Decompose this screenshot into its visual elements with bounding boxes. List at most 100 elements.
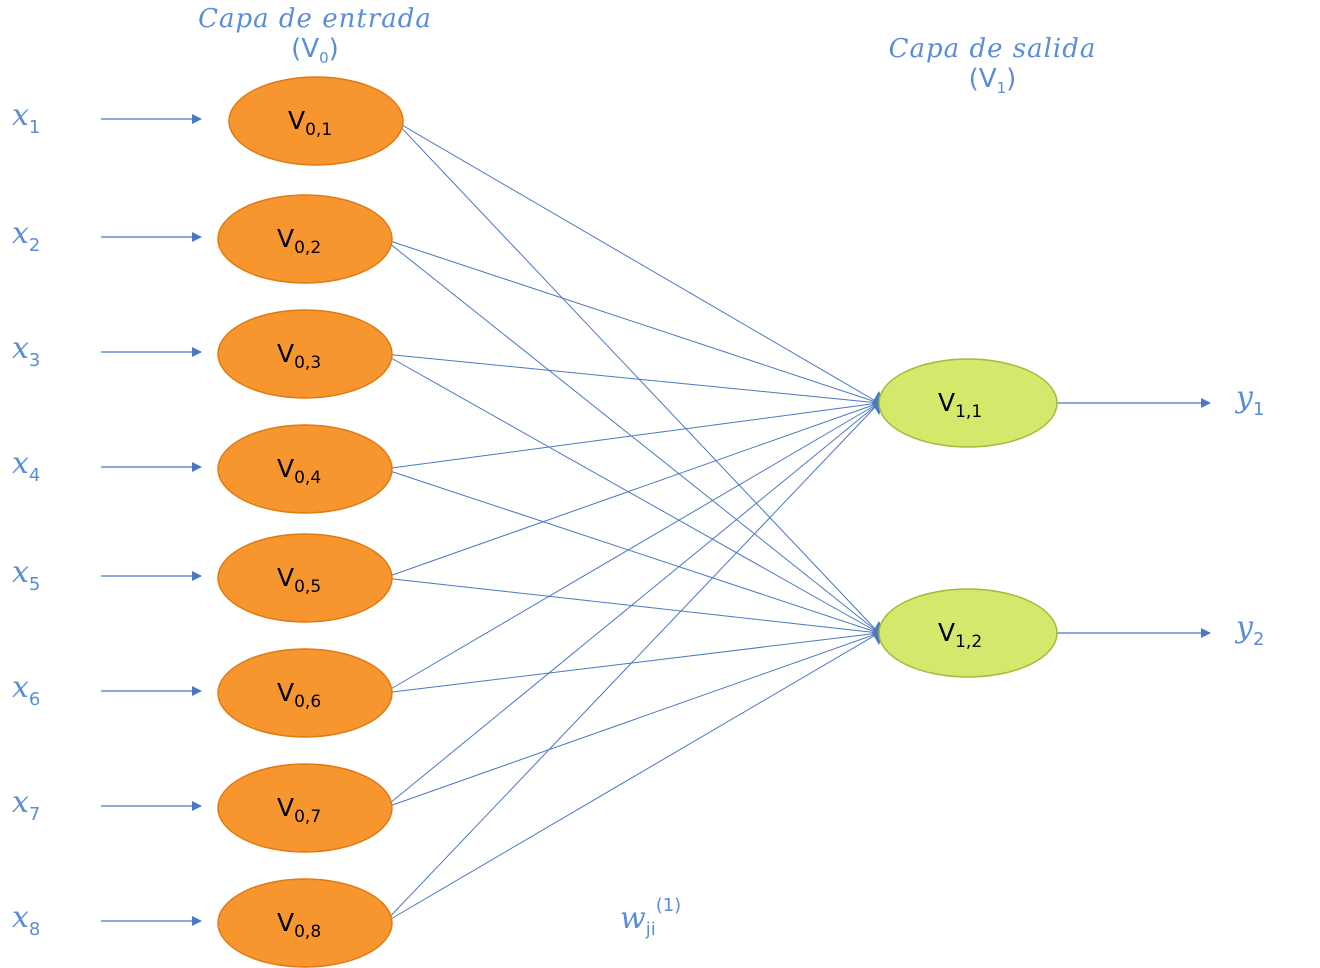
input-node-index: 0,5: [294, 577, 321, 597]
output-var-2: y2: [1234, 610, 1264, 650]
input-node-letter: V: [277, 793, 294, 822]
input-node-label: V0,8: [277, 908, 321, 942]
input-node-index: 0,8: [294, 922, 321, 942]
input-node-label: V0,6: [277, 678, 321, 712]
input-node-label: V0,7: [277, 793, 321, 827]
input-node-letter: V: [277, 908, 294, 937]
connection-v07-v12: [383, 632, 880, 809]
input-var-4: x4: [12, 446, 40, 486]
connection-v04-v12: [383, 468, 880, 634]
connection-v06-v11: [383, 402, 880, 694]
output-var-letter: y: [1234, 610, 1254, 645]
input-node-shape: [217, 309, 393, 399]
input-node-label: V0,5: [277, 563, 321, 597]
connection-v01-v12: [394, 120, 880, 634]
input-var-index: 4: [29, 465, 40, 486]
output-node-label: V1,2: [938, 618, 982, 652]
input-node-letter: V: [288, 106, 305, 135]
input-var-letter: x: [12, 785, 29, 820]
connection-v08-v11: [383, 402, 880, 924]
output-var-index: 1: [1253, 399, 1264, 420]
input-var-letter: x: [12, 446, 29, 481]
input-node-letter: V: [277, 678, 294, 707]
input-node-shape: [217, 648, 393, 738]
output-var-1: y1: [1234, 380, 1264, 420]
connection-v04-v11: [383, 402, 880, 470]
input-layer-heading: Capa de entrada (V0): [190, 4, 440, 67]
output-var-index: 2: [1253, 629, 1264, 650]
input-node-label: V0,3: [277, 339, 321, 373]
output-node-index: 1,1: [955, 402, 982, 422]
output-var-letter: y: [1234, 380, 1254, 415]
input-var-letter: x: [12, 670, 29, 705]
input-var-index: 5: [29, 574, 40, 595]
input-node-letter: V: [277, 454, 294, 483]
input-node-7: V0,7: [217, 763, 393, 853]
input-node-letter: V: [277, 224, 294, 253]
input-node-3: V0,3: [217, 309, 393, 399]
input-var-index: 3: [29, 350, 40, 371]
output-layer-title: Capa de salida: [888, 34, 1097, 64]
connection-v05-v11: [383, 402, 880, 579]
input-node-1: V0,1: [228, 76, 404, 166]
input-var-index: 7: [29, 804, 40, 825]
input-var-letter: x: [12, 98, 29, 133]
input-var-5: x5: [12, 555, 40, 595]
output-node-shape: [878, 588, 1058, 678]
connection-v02-v11: [383, 238, 880, 404]
input-node-shape: [217, 424, 393, 514]
output-node-2: V1,2: [878, 588, 1058, 678]
output-layer-symbol: (V1): [968, 64, 1017, 98]
input-node-index: 0,4: [294, 468, 321, 488]
input-node-shape: [217, 194, 393, 284]
output-layer-heading: Capa de salida (V1): [870, 34, 1115, 97]
weight-label: wji(1): [620, 895, 681, 940]
input-node-4: V0,4: [217, 424, 393, 514]
input-node-shape: [217, 878, 393, 968]
input-var-index: 8: [29, 919, 40, 940]
input-node-label: V0,4: [277, 454, 321, 488]
input-layer-title: Capa de entrada: [198, 4, 432, 34]
input-var-letter: x: [12, 555, 29, 590]
input-node-index: 0,6: [294, 692, 321, 712]
input-var-index: 6: [29, 689, 40, 710]
input-layer-symbol: (V0): [291, 34, 339, 68]
connection-v03-v12: [383, 353, 880, 634]
input-var-6: x6: [12, 670, 40, 710]
output-node-index: 1,2: [955, 632, 982, 652]
output-node-label: V1,1: [938, 388, 982, 422]
output-node-letter: V: [938, 618, 955, 647]
input-node-5: V0,5: [217, 533, 393, 623]
input-var-3: x3: [12, 331, 40, 371]
weight-subscript: ji: [645, 919, 656, 940]
input-var-index: 1: [29, 117, 40, 138]
input-var-letter: x: [12, 900, 29, 935]
input-node-index: 0,7: [294, 807, 321, 827]
output-node-letter: V: [938, 388, 955, 417]
connection-v08-v12: [383, 632, 880, 924]
input-var-index: 2: [29, 235, 40, 256]
input-node-shape: [228, 76, 404, 166]
input-node-6: V0,6: [217, 648, 393, 738]
input-node-index: 0,3: [294, 353, 321, 373]
connection-v03-v11: [383, 353, 880, 404]
input-var-2: x2: [12, 216, 40, 256]
weight-superscript: (1): [656, 895, 682, 916]
input-node-label: V0,2: [277, 224, 321, 258]
input-var-7: x7: [12, 785, 40, 825]
input-node-8: V0,8: [217, 878, 393, 968]
input-node-label: V0,1: [288, 106, 332, 140]
weight-letter: w: [620, 901, 646, 936]
input-var-letter: x: [12, 331, 29, 366]
input-node-shape: [217, 763, 393, 853]
input-var-letter: x: [12, 216, 29, 251]
connection-v07-v11: [383, 402, 880, 809]
input-node-shape: [217, 533, 393, 623]
input-node-index: 0,2: [294, 238, 321, 258]
output-node-1: V1,1: [878, 358, 1058, 448]
input-node-letter: V: [277, 563, 294, 592]
input-node-index: 0,1: [305, 120, 332, 140]
input-node-2: V0,2: [217, 194, 393, 284]
input-var-8: x8: [12, 900, 40, 940]
